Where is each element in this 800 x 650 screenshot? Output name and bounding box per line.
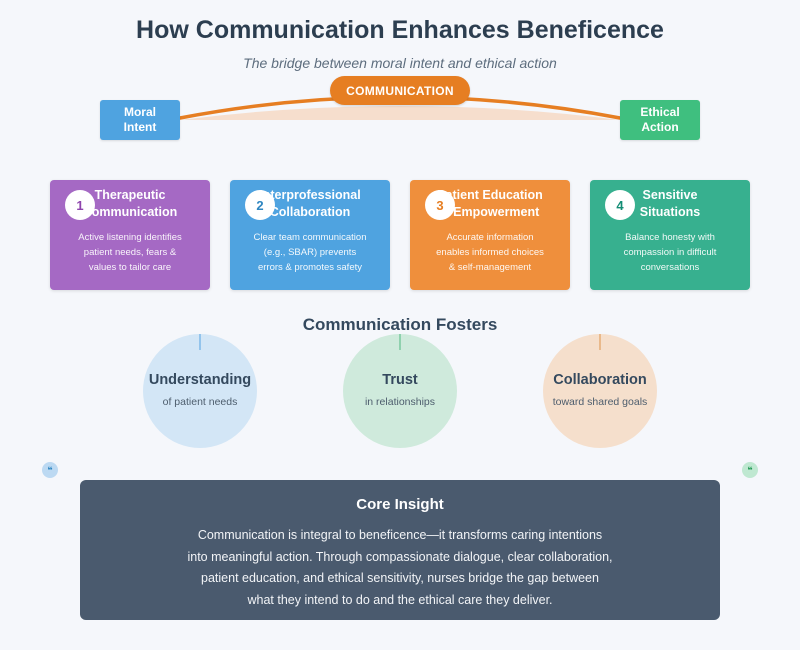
- core-insight-panel: Core Insight Communication is integral t…: [80, 480, 720, 620]
- foster-circle-trust: Trust in relationships: [343, 334, 457, 448]
- insight-body: Communication is integral to beneficence…: [187, 528, 613, 607]
- page-title: How Communication Enhances Beneficence: [136, 16, 664, 44]
- speech-bubble-icon: ❝: [42, 462, 58, 478]
- circle-connector: [599, 334, 601, 350]
- foster-subtitle: of patient needs: [162, 396, 238, 408]
- page-subtitle: The bridge between moral intent and ethi…: [243, 55, 557, 71]
- circle-connector: [199, 334, 201, 350]
- foster-circle-collaboration: Collaboration toward shared goals: [543, 334, 657, 448]
- foster-title: Trust: [382, 372, 418, 388]
- card-sensitive-situations: Sensitive Situations 4 Balance honesty w…: [590, 180, 750, 290]
- foster-title: Understanding: [148, 372, 252, 388]
- card-description: Active listening identifies patient need…: [78, 232, 182, 273]
- card-description: Clear team communication (e.g., SBAR) pr…: [253, 232, 367, 273]
- card-description: Accurate information enables informed ch…: [436, 232, 544, 273]
- card-title: Interprofessional Collaboration: [259, 188, 361, 219]
- moral-intent-box: Moral Intent: [100, 100, 180, 140]
- foster-circle-understanding: Understanding of patient needs: [143, 334, 257, 448]
- circle-connector: [399, 334, 401, 350]
- communication-pill: COMMUNICATION: [330, 76, 470, 105]
- speech-bubble-icon: ❝: [742, 462, 758, 478]
- card-title: Patient Education & Empowerment: [437, 188, 543, 219]
- foster-subtitle: toward shared goals: [552, 396, 648, 408]
- card-description: Balance honesty with compassion in diffi…: [623, 232, 717, 273]
- insight-title: Core Insight: [356, 496, 444, 513]
- card-therapeutic-communication: Therapeutic Communication 1 Active liste…: [50, 180, 210, 290]
- card-title: Therapeutic Communication: [82, 188, 178, 219]
- card-patient-education: Patient Education & Empowerment 3 Accura…: [410, 180, 570, 290]
- card-number-badge: 4: [605, 190, 635, 220]
- card-number-badge: 2: [245, 190, 275, 220]
- card-number-badge: 3: [425, 190, 455, 220]
- bridge-arc-shadow: [180, 106, 620, 120]
- card-interprofessional-collaboration: Interprofessional Collaboration 2 Clear …: [230, 180, 390, 290]
- card-number-badge: 1: [65, 190, 95, 220]
- ethical-action-box: Ethical Action: [620, 100, 700, 140]
- foster-subtitle: in relationships: [364, 396, 436, 408]
- card-title: Sensitive Situations: [639, 188, 701, 219]
- foster-title: Collaboration: [553, 372, 647, 388]
- fosters-heading: Communication Fosters: [302, 315, 498, 334]
